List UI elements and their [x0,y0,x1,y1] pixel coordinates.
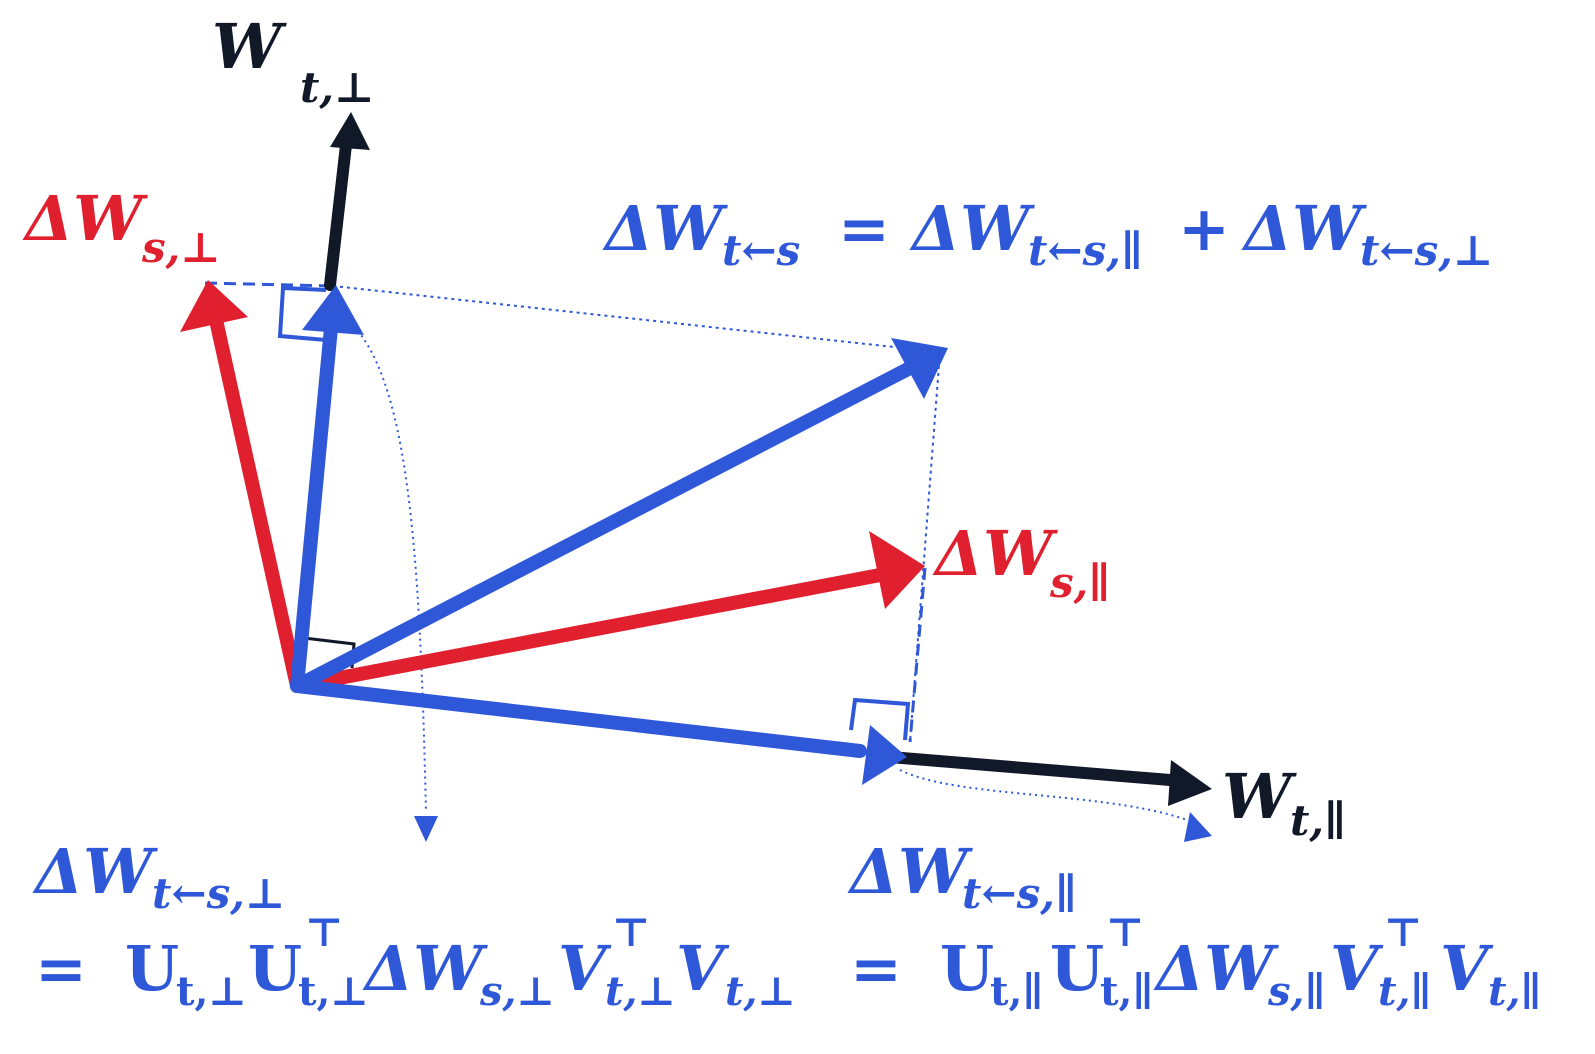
para-formula-v1-sub: t,∥ [1378,968,1432,1015]
para-formula-v2-base: V [1440,932,1494,1005]
para-formula-head-sub: t←s,∥ [962,869,1077,918]
para-formula-dw-sub: s,∥ [1267,968,1326,1015]
perp-formula-v2-base: V [676,932,730,1005]
right-angle-perp-marker [277,285,327,342]
perp-formula-u2-sub: t,⊥ [298,968,369,1015]
para-formula-head: ΔW t←s,∥ [847,835,1077,918]
main-eq-term2-sub: t←s,⊥ [1360,226,1493,275]
perp-formula-v2-sub: t,⊥ [725,968,796,1015]
perp-formula-u2-base: U [248,932,302,1005]
perp-formula-u2-sup: ⊤ [305,909,343,956]
para-formula-v1-base: V [1330,932,1384,1005]
main-eq-term1-sub: t←s,∥ [1028,226,1143,275]
para-formula-head-base: ΔW [847,835,973,908]
delta-w-t-s-perp-shaft [290,321,338,693]
right-angle-para-marker [849,697,911,741]
main-eq-lhs-base: ΔW [602,192,728,265]
main-eq-lhs-sub: t←s [722,226,800,275]
perp-formula-equals: = [35,932,87,1005]
perp-formula-head: ΔW t←s,⊥ [32,835,285,918]
arrows [180,112,1212,806]
delta-w-t-s-perp-arrowhead [302,285,364,335]
main-eq-plus: + [1178,192,1230,265]
dashed-perp-projection-guide [204,281,334,288]
main-eq-term1-base: ΔW [909,192,1035,265]
axis-para-shaft [884,751,1176,786]
main-eq-equals: = [838,192,890,265]
dotted-callout-perp-curve [344,317,427,813]
para-formula-equals: = [850,932,902,1005]
delta-w-t-s-para-arrowhead [862,725,907,785]
dotted-parallelogram-right [909,351,941,743]
perp-formula-head-sub: t←s,⊥ [152,869,285,918]
perp-formula-u1-sub: t,⊥ [176,968,247,1015]
delta-w-s-perp-label-base: ΔW [22,182,148,255]
para-formula-body: = U t,∥ U ⊤ t,∥ ΔW s,∥ V ⊤ t,∥ V t,∥ [850,909,1542,1015]
delta-w-s-perp-shaft [209,313,304,693]
para-formula-u1-base: U [940,932,994,1005]
perp-formula-v1-sub: t,⊥ [605,968,676,1015]
perp-formula-v1-base: V [558,932,612,1005]
axis-para-label-sub: t,∥ [1290,796,1346,845]
axis-para-label: W t,∥ [1222,760,1346,845]
axis-perp-shaft [324,139,352,291]
delta-w-s-perp-label-sub: s,⊥ [141,223,221,272]
delta-w-s-para-arrowhead [869,531,925,609]
axis-perp-label-base: W [212,10,287,83]
para-formula-u2-sup: ⊤ [1106,909,1144,956]
dashed-para-projection-guide [908,567,927,743]
axis-perp-arrowhead [330,112,370,150]
para-formula-u1-sub: t,∥ [990,968,1044,1015]
callout-para-arrowhead [1184,812,1212,842]
axis-perp-label-sub: t,⊥ [300,63,374,112]
dotted-parallelogram-top [332,285,941,353]
delta-w-s-perp-label: ΔW s,⊥ [22,182,221,272]
delta-w-s-perp-arrowhead [180,280,248,332]
callout-perp-arrowhead [414,816,438,842]
para-formula-u2-base: U [1050,932,1104,1005]
perp-formula-body: = U t,⊥ U ⊤ t,⊥ ΔW s,⊥ V ⊤ t,⊥ V t,⊥ [35,909,796,1015]
delta-w-t-s-total-shaft [290,362,915,693]
axis-para-label-base: W [1222,760,1297,833]
para-formula-dw-base: ΔW [1153,932,1279,1005]
delta-w-t-s-total-arrowhead [891,338,948,399]
perp-formula-dw-sub: s,⊥ [479,968,555,1015]
para-formula-v1-sup: ⊤ [1384,909,1422,956]
perp-formula-u1-base: U [125,932,179,1005]
main-equation: ΔW t←s = ΔW t←s,∥ + ΔW t←s,⊥ [602,192,1493,275]
perp-formula-v1-sup: ⊤ [612,909,650,956]
dotted-callout-para-curve [899,769,1201,826]
axis-para-arrowhead [1168,760,1212,806]
delta-w-s-para-label-sub: s,∥ [1049,558,1111,607]
para-formula-u2-sub: t,∥ [1100,968,1154,1015]
delta-w-s-para-label-base: ΔW [932,517,1058,590]
main-eq-term2-base: ΔW [1241,192,1367,265]
perp-formula-dw-base: ΔW [362,932,488,1005]
axis-perp-label: W t,⊥ [212,10,374,112]
delta-w-s-para-label: ΔW s,∥ [932,517,1111,607]
perp-formula-head-base: ΔW [32,835,158,908]
guide-lines [204,281,1212,842]
delta-w-s-para-shaft [290,568,887,693]
para-formula-v2-sub: t,∥ [1488,968,1542,1015]
delta-w-t-s-para-shaft [290,679,867,758]
